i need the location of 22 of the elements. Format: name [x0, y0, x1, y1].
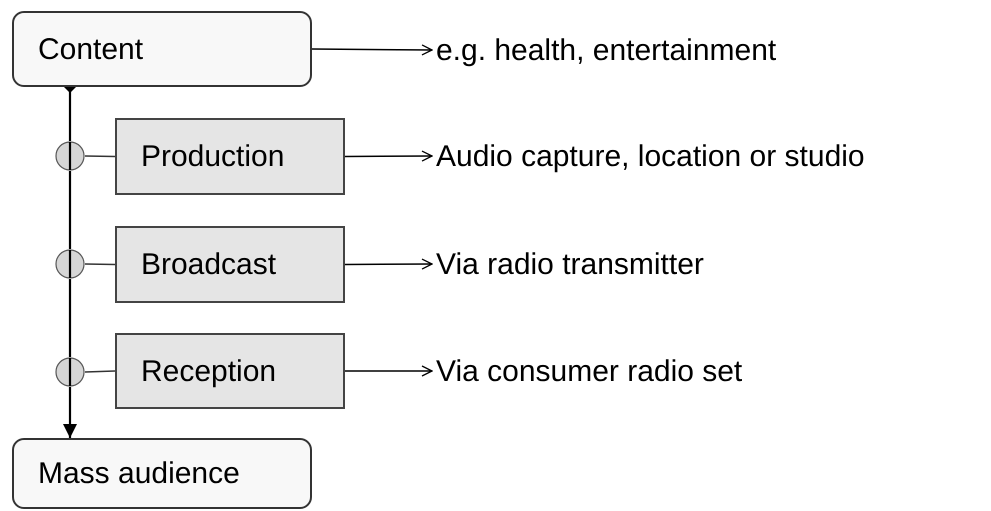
- connector-line: [68, 279, 72, 357]
- arrow: [63, 387, 77, 438]
- connector-line: [68, 171, 72, 249]
- description-text: Via radio transmitter: [436, 240, 856, 288]
- connector-line: [84, 263, 116, 266]
- rounded-box: Content: [12, 11, 312, 87]
- connector-line: [84, 155, 116, 158]
- description-text: Audio capture, location or studio: [436, 132, 986, 180]
- junction-circle: [55, 357, 85, 387]
- arrow: [312, 44, 433, 56]
- junction-circle: [55, 249, 85, 279]
- junction-circle: [55, 141, 85, 171]
- description-text: Via consumer radio set: [436, 347, 856, 395]
- arrow: [345, 365, 433, 377]
- process-box: Production: [115, 118, 345, 195]
- process-box: Broadcast: [115, 226, 345, 303]
- rounded-box: Mass audience: [12, 438, 312, 509]
- arrow: [345, 258, 433, 270]
- description-text: e.g. health, entertainment: [436, 26, 856, 74]
- process-box: Reception: [115, 333, 345, 409]
- arrow: [345, 150, 433, 162]
- connector-line: [84, 370, 116, 373]
